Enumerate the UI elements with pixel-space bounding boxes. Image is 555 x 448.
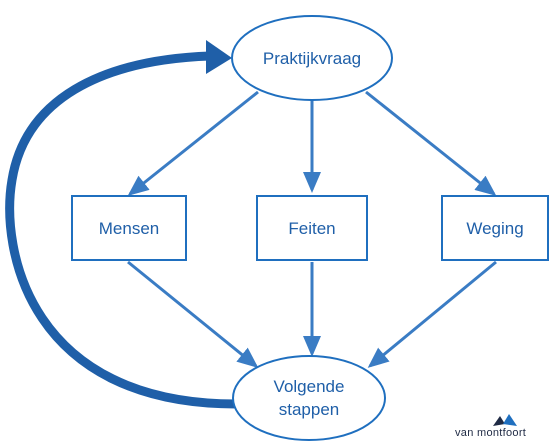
- arrow-right-to-bottom: [367, 260, 497, 368]
- brand-logo-text: van montfoort: [455, 427, 527, 439]
- arrow-top-to-right: [365, 90, 497, 196]
- node-praktijkvraag-shape: [231, 15, 393, 101]
- node-praktijkvraag-label: Praktijkvraag: [263, 49, 361, 68]
- brand-logo: van montfoort: [455, 414, 555, 448]
- node-volgende-stappen-shape: [232, 355, 386, 441]
- feedback-loop-arrow: [5, 51, 237, 409]
- node-weging-label: Weging: [466, 219, 523, 238]
- node-volgende-label-line1: Volgende: [274, 377, 345, 396]
- node-volgende-label-line2: stappen: [279, 400, 340, 419]
- arrow-top-to-left: [127, 90, 259, 196]
- node-feiten-shape: [256, 195, 368, 261]
- node-mensen-shape: [71, 195, 187, 261]
- node-mensen-label: Mensen: [99, 219, 159, 238]
- mountain-logo-icon: [493, 414, 517, 426]
- node-weging-shape: [441, 195, 549, 261]
- arrow-left-to-bottom: [127, 260, 259, 368]
- feedback-loop-arrowhead: [206, 40, 232, 74]
- node-feiten-label: Feiten: [288, 219, 335, 238]
